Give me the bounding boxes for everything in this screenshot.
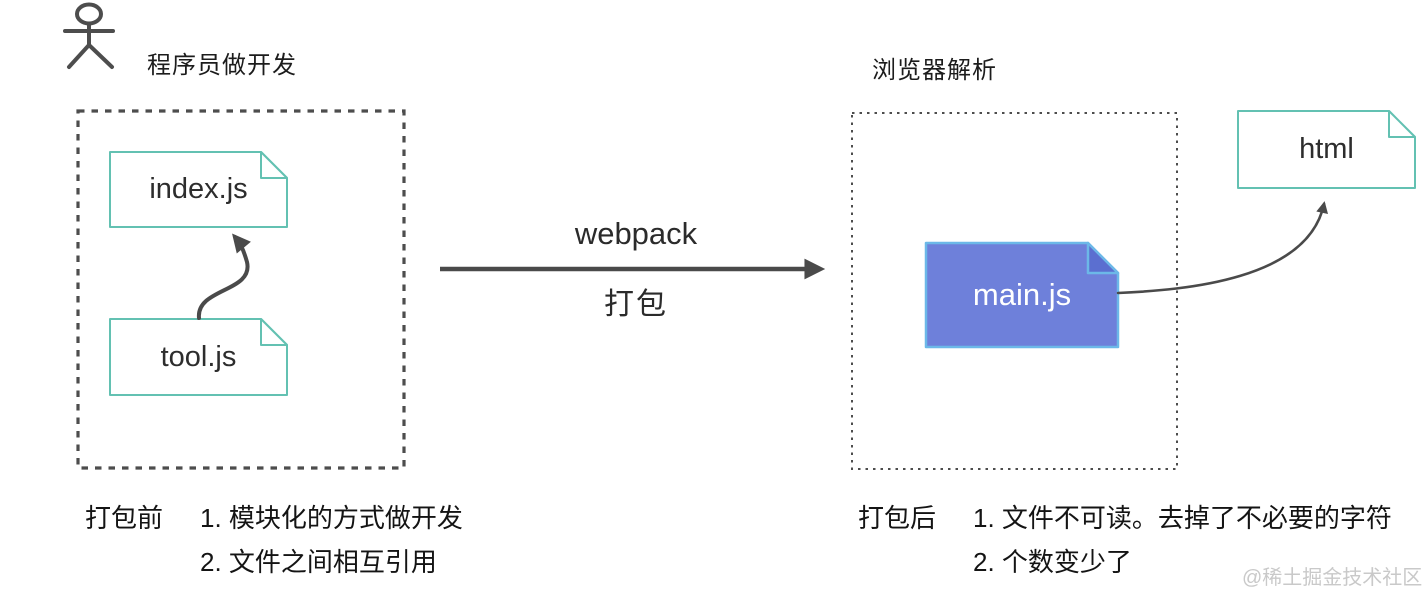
developer-section-label: 程序员做开发	[147, 52, 297, 79]
actor-icon	[63, 2, 115, 69]
main-js-file-shape	[924, 241, 1120, 349]
index-js-file-name: index.js	[149, 173, 248, 205]
webpack-caption: webpack	[574, 216, 698, 251]
note-before-item-1: 1. 模块化的方式做开发	[200, 503, 463, 533]
note-before-item-2: 2. 文件之间相互引用	[200, 547, 437, 577]
note-after-item-1: 1. 文件不可读。去掉了不必要的字符	[973, 503, 1392, 533]
watermark: @稀土掘金技术社区	[1242, 567, 1423, 589]
import-arrow	[196, 233, 251, 320]
tool-js-file-shape	[109, 318, 288, 396]
bundle-action-caption: 打包	[604, 288, 668, 321]
note-after-bundling: 打包后 1. 文件不可读。去掉了不必要的字符 2. 个数变少了	[858, 496, 1392, 584]
note-after-title: 打包后	[858, 503, 937, 533]
note-before-items: 1. 模块化的方式做开发 2. 文件之间相互引用	[200, 496, 463, 584]
html-file-name: html	[1299, 133, 1354, 165]
html-file-shape	[1237, 110, 1416, 189]
note-before-title: 打包前	[85, 503, 164, 533]
source-files-box	[76, 109, 406, 470]
script-reference-arrow	[1116, 201, 1328, 295]
note-after-item-2: 2. 个数变少了	[973, 547, 1132, 577]
browser-section-label: 浏览器解析	[872, 57, 997, 84]
note-after-items: 1. 文件不可读。去掉了不必要的字符 2. 个数变少了	[973, 496, 1392, 584]
browser-box	[851, 112, 1178, 470]
index-js-file-shape	[109, 151, 288, 228]
tool-js-file-name: tool.js	[160, 340, 237, 373]
main-js-file-name: main.js	[972, 277, 1072, 312]
note-before-bundling: 打包前 1. 模块化的方式做开发 2. 文件之间相互引用	[85, 496, 463, 584]
